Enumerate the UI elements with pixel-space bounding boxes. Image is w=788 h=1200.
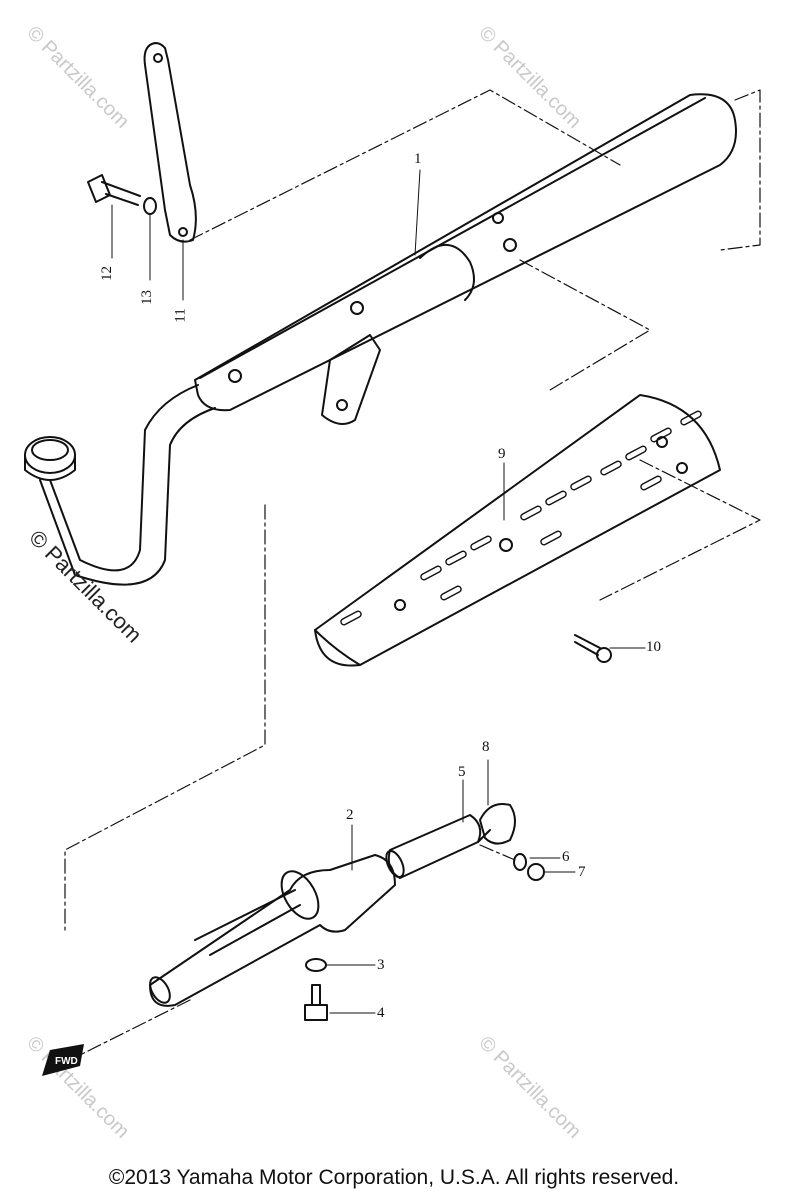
callout-13: 13 — [139, 290, 155, 305]
washer — [143, 197, 157, 215]
callout-2: 2 — [346, 807, 354, 823]
exhaust-diagram — [24, 42, 761, 1066]
muffler-bracket — [143, 42, 197, 243]
forward-arrow-icon: FWD — [42, 1044, 84, 1076]
muffler — [194, 93, 737, 412]
fwd-label: FWD — [55, 1056, 78, 1067]
end-cap — [479, 803, 516, 845]
bolt — [87, 174, 111, 203]
silencer — [149, 854, 396, 1007]
assembly-guide-lines — [59, 89, 761, 1066]
callout-10: 10 — [646, 639, 661, 655]
bolt-lower — [311, 984, 321, 1006]
callout-11: 11 — [172, 308, 189, 323]
tube — [387, 814, 482, 879]
callout-5: 5 — [458, 764, 466, 780]
callout-9: 9 — [498, 446, 506, 462]
gasket — [305, 958, 327, 972]
washer-small — [513, 853, 527, 871]
exhaust-ring-nut — [24, 436, 76, 474]
callout-7: 7 — [578, 864, 586, 880]
callout-12: 12 — [99, 266, 115, 281]
callout-4: 4 — [377, 1005, 385, 1021]
leader-lines — [111, 169, 646, 1014]
copyright-notice: ©2013 Yamaha Motor Corporation, U.S.A. A… — [108, 1166, 680, 1189]
callout-8: 8 — [482, 739, 490, 755]
callout-6: 6 — [562, 849, 570, 865]
heat-protector — [314, 394, 721, 667]
screw — [574, 634, 601, 649]
callout-1: 1 — [414, 151, 422, 167]
nut — [527, 863, 545, 881]
heat-protector-slots — [340, 410, 702, 626]
callout-3: 3 — [377, 957, 385, 973]
